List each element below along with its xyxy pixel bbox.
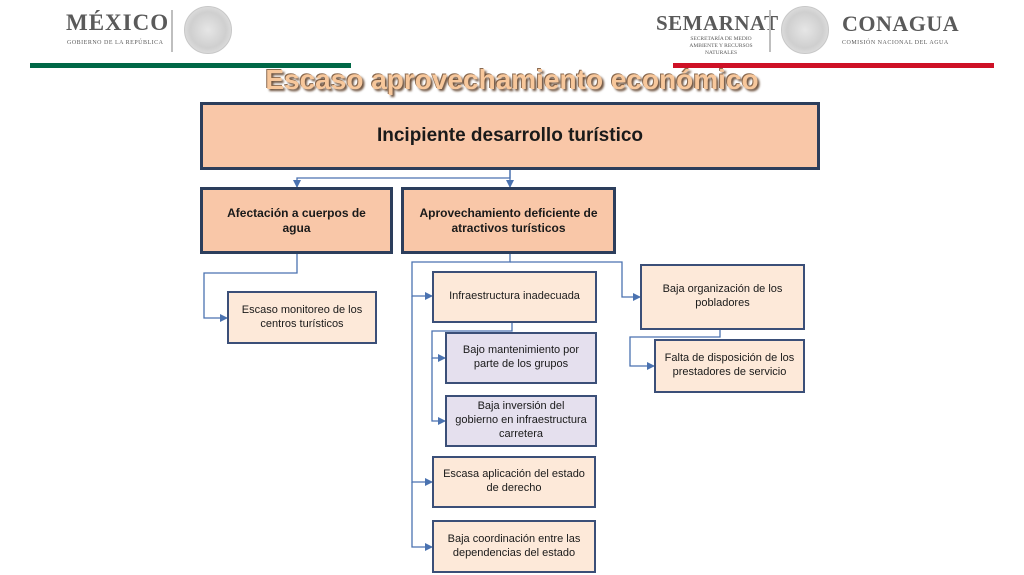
node-infraestructura-inadecuada: Infraestructura inadecuada <box>432 271 597 323</box>
semarnat-logo-subtitle: SECRETARÍA DE MEDIO AMBIENTE Y RECURSOS … <box>689 36 753 56</box>
node-label: Infraestructura inadecuada <box>449 290 580 303</box>
node-label: Aprovechamiento deficiente de atractivos… <box>419 205 598 235</box>
node-afectacion-agua: Afectación a cuerpos de agua <box>200 187 393 254</box>
node-label: Falta de disposición de los prestadores … <box>664 352 795 378</box>
semarnat-seal-icon <box>781 6 829 54</box>
node-baja-organizacion: Baja organización de los pobladores <box>640 264 805 330</box>
node-baja-inversion: Baja inversión del gobierno en infraestr… <box>445 395 597 447</box>
slide-title: Escaso aprovechamiento económico <box>265 64 759 95</box>
semarnat-logo-title: SEMARNAT <box>656 11 779 35</box>
node-bajo-mantenimiento: Bajo mantenimiento por parte de los grup… <box>445 332 597 384</box>
conagua-logo-title: CONAGUA <box>842 11 960 36</box>
stripe-red <box>672 63 994 68</box>
node-escasa-aplicacion: Escasa aplicación del estado de derecho <box>432 456 596 508</box>
node-label: Escaso monitoreo de los centros turístic… <box>241 303 363 330</box>
node-label: Baja inversión del gobierno en infraestr… <box>455 400 587 440</box>
mexico-seal-icon <box>184 6 232 54</box>
node-baja-coordinacion: Baja coordinación entre las dependencias… <box>432 520 596 573</box>
stripe-white <box>351 63 673 68</box>
node-falta-disposicion: Falta de disposición de los prestadores … <box>654 339 805 393</box>
node-escaso-monitoreo: Escaso monitoreo de los centros turístic… <box>227 291 377 344</box>
mexico-logo-subtitle: GOBIERNO DE LA REPÚBLICA <box>67 40 164 46</box>
node-label: Baja organización de los pobladores <box>662 283 783 309</box>
conagua-logo-subtitle: COMISIÓN NACIONAL DEL AGUA <box>842 40 949 46</box>
node-aprovechamiento-deficiente: Aprovechamiento deficiente de atractivos… <box>401 187 616 254</box>
stripe-green <box>30 63 352 68</box>
tricolor-stripe <box>30 63 994 68</box>
header-divider <box>769 10 771 52</box>
root-node-label: Incipiente desarrollo turístico <box>376 125 644 147</box>
node-label: Afectación a cuerpos de agua <box>227 205 366 235</box>
header-divider <box>171 10 173 52</box>
root-node: Incipiente desarrollo turístico <box>200 102 820 170</box>
node-label: Escasa aplicación del estado de derecho <box>443 468 585 494</box>
node-label: Baja coordinación entre las dependencias… <box>447 532 581 559</box>
node-label: Bajo mantenimiento por parte de los grup… <box>462 344 580 370</box>
mexico-logo-title: MÉXICO <box>66 10 170 35</box>
